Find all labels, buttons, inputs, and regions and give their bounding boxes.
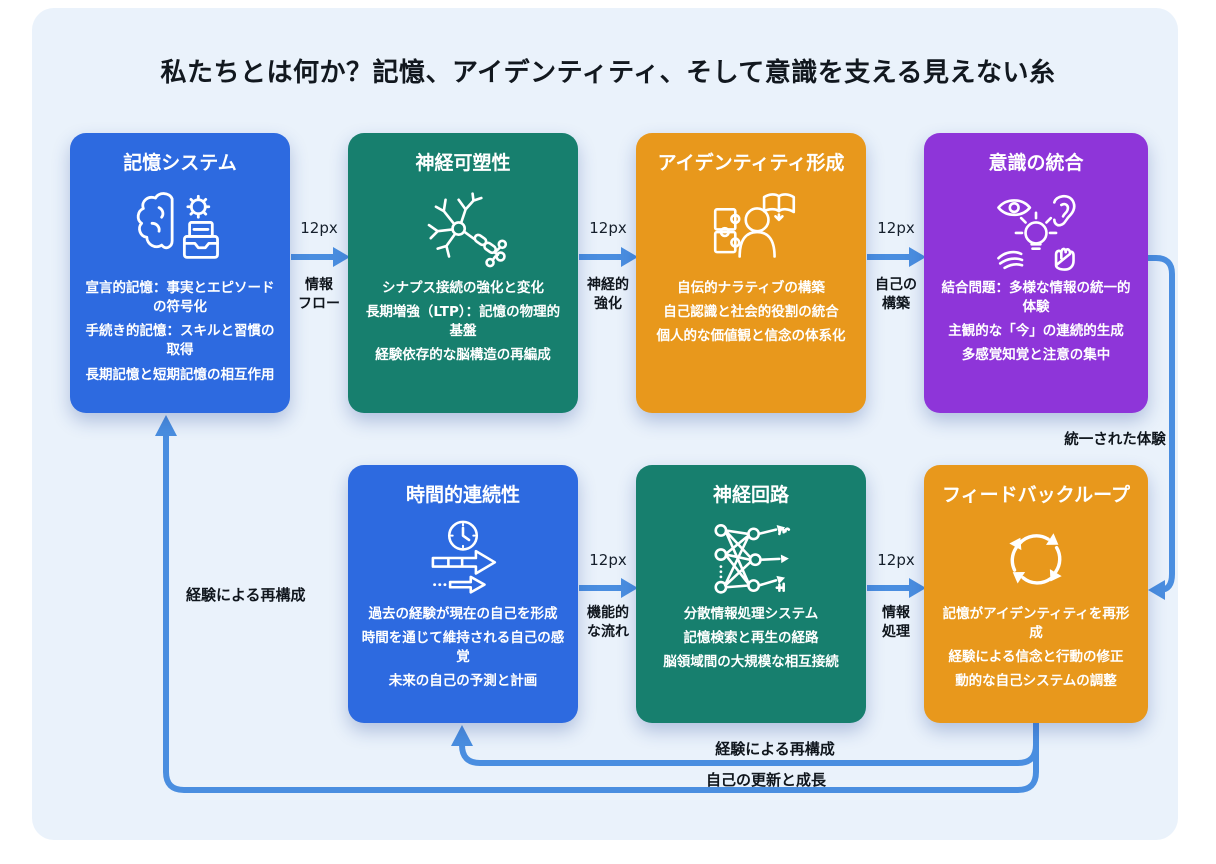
card-consciousness-integration: 意識の統合 結合問題：多様な情報の統一的体験 主観的な「今」の連続的生成 — [924, 133, 1148, 413]
card-item: 脳領域間の大規模な相互接続 — [663, 654, 839, 671]
card-items: 記憶がアイデンティティを再形成 経験による信念と行動の修正 動的な自己システムの… — [924, 605, 1148, 697]
card-memory-system: 記憶システム 宣言的記憶：事実とエピソードの符号化 手続き的記憶：スキルと習慣の… — [70, 133, 290, 413]
label-info-flow: 情報 フロー — [298, 277, 340, 312]
card-title: 意識の統合 — [988, 152, 1084, 174]
card-item: 時間を通じて維持される自己の感覚 — [361, 630, 565, 666]
card-item: 自己認識と社会的役割の統合 — [663, 304, 839, 321]
card-item: 記憶検索と再生の経路 — [683, 630, 819, 647]
card-items: 過去の経験が現在の自己を形成 時間を通じて維持される自己の感覚 未来の自己の予測… — [348, 605, 578, 697]
card-title: アイデンティティ形成 — [657, 152, 845, 174]
card-neural-circuits: 神経回路 分散情報処理システム — [636, 465, 866, 723]
arrow-size-label: 12px — [300, 219, 338, 237]
arrow-size-label: 12px — [589, 551, 627, 569]
arrow-size-label: 12px — [877, 219, 915, 237]
card-title: 記憶システム — [123, 152, 237, 174]
card-item: 分散情報処理システム — [683, 606, 819, 622]
neural-network-icon — [636, 515, 866, 601]
label-functional-flow: 機能的 な流れ — [587, 605, 629, 640]
card-item: 動的な自己システムの調整 — [955, 673, 1117, 690]
card-item: 経験依存的な脳構造の再編成 — [375, 347, 551, 364]
senses-lightbulb-icon — [924, 183, 1148, 275]
card-item: 主観的な「今」の連続的生成 — [948, 323, 1124, 340]
card-title: 時間的連続性 — [405, 484, 520, 506]
card-title: 神経可塑性 — [415, 152, 511, 174]
label-self-renewal: 自己の更新と成長 — [705, 771, 827, 789]
card-items: シナプス接続の強化と変化 長期増強（LTP）：記憶の物理的基盤 経験依存的な脳構… — [348, 279, 578, 371]
label-reconstruction-bottom: 経験による再構成 — [715, 740, 835, 758]
puzzle-person-book-icon — [636, 183, 866, 275]
label-self-construction: 自己の 構築 — [875, 277, 917, 312]
brain-gear-archive-icon — [70, 183, 290, 275]
card-item: 未来の自己の予測と計画 — [388, 673, 538, 690]
page-title: 私たちとは何か？記憶、アイデンティティ、そして意識を支える見えない糸 — [160, 58, 1056, 88]
label-reconstruction-left: 経験による再構成 — [186, 586, 306, 604]
card-item: 個人的な価値観と信念の体系化 — [656, 328, 846, 345]
card-items: 分散情報処理システム 記憶検索と再生の経路 脳領域間の大規模な相互接続 — [636, 605, 866, 677]
clock-timeline-icon — [348, 515, 578, 601]
card-title: 神経回路 — [712, 484, 789, 506]
label-neural-strengthening: 神経的 強化 — [587, 277, 629, 312]
card-title: フィードバックループ — [942, 484, 1130, 506]
card-item: 記憶がアイデンティティを再形成 — [942, 606, 1130, 642]
card-items: 自伝的ナラティブの構築 自己認識と社会的役割の統合 個人的な価値観と信念の体系化 — [636, 279, 866, 351]
card-items: 宣言的記憶：事実とエピソードの符号化 手続き的記憶：スキルと習慣の取得 長期記憶… — [70, 279, 290, 390]
neuron-icon — [348, 183, 578, 275]
card-item: 結合問題：多様な情報の統一的体験 — [941, 280, 1131, 316]
card-item: 長期記憶と短期記憶の相互作用 — [85, 366, 275, 383]
card-item: 長期増強（LTP）：記憶の物理的基盤 — [365, 304, 561, 340]
card-item: シナプス接続の強化と変化 — [382, 280, 544, 296]
card-item: 手続き的記憶：スキルと習慣の取得 — [85, 323, 275, 359]
label-unified-experience: 統一された体験 — [1064, 432, 1166, 448]
arrow-size-label: 12px — [877, 551, 915, 569]
card-item: 過去の経験が現在の自己を形成 — [368, 606, 558, 622]
card-item: 宣言的記憶：事実とエピソードの符号化 — [85, 280, 275, 316]
card-feedback-loop: フィードバックループ 記憶がアイデンティティを再形成 経験による信念と — [924, 465, 1148, 723]
card-items: 結合問題：多様な情報の統一的体験 主観的な「今」の連続的生成 多感覚知覚と注意の… — [924, 279, 1148, 371]
cycle-arrows-icon — [924, 515, 1148, 601]
card-neuroplasticity: 神経可塑性 シナプス接続の強化 — [348, 133, 578, 413]
card-item: 経験による信念と行動の修正 — [948, 649, 1124, 666]
arrow-size-label: 12px — [589, 219, 627, 237]
card-item: 自伝的ナラティブの構築 — [677, 280, 825, 296]
card-temporal-continuity: 時間的連続性 過去の経験が現在の自己を形成 時間を通じて維持される自己の感覚 未… — [348, 465, 578, 723]
card-identity-formation: アイデンティティ形成 自伝的ナラティブの構築 自己認識と社会的 — [636, 133, 866, 413]
card-item: 多感覚知覚と注意の集中 — [961, 347, 1111, 364]
label-info-processing: 情報 処理 — [882, 605, 910, 640]
